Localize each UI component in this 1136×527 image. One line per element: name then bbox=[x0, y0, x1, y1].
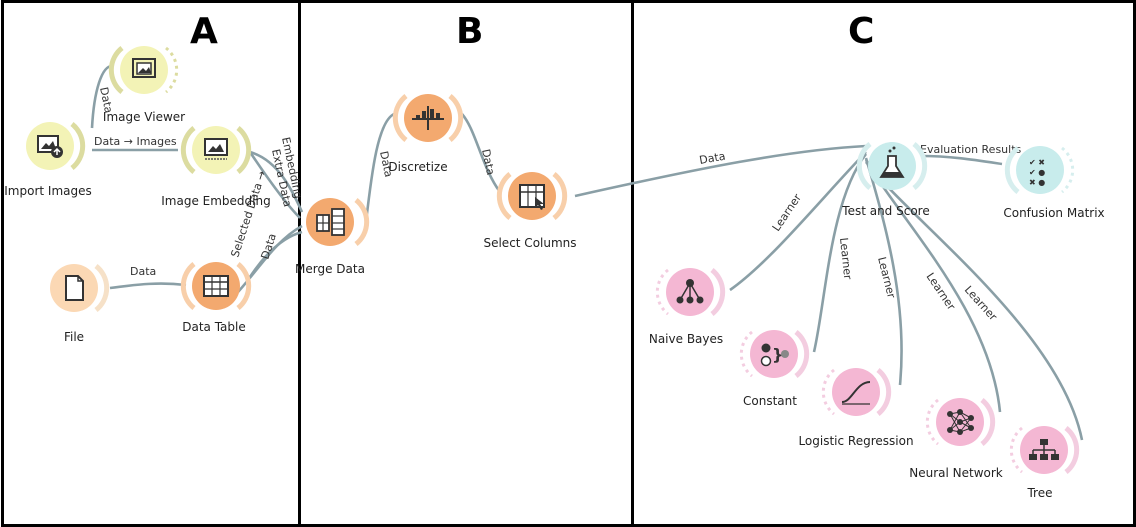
label-select-columns: Select Columns bbox=[483, 236, 577, 250]
label-logistic-regression: Logistic Regression bbox=[798, 434, 914, 448]
svg-text:✔ ✖: ✔ ✖ bbox=[1029, 158, 1045, 167]
tree-icon bbox=[1009, 426, 1080, 474]
panel-a-letter: A bbox=[190, 11, 218, 52]
test-and-score-icon bbox=[856, 142, 928, 190]
import-images-icon bbox=[26, 122, 86, 170]
image-embedding-icon bbox=[180, 126, 252, 174]
label-discretize: Discretize bbox=[388, 160, 448, 174]
neural-network-icon bbox=[925, 398, 996, 446]
label-merge-data: Merge Data bbox=[295, 262, 365, 276]
label-file: File bbox=[63, 330, 85, 344]
widget-image-viewer[interactable]: Image Viewer bbox=[100, 34, 188, 124]
discretize-icon bbox=[392, 94, 464, 142]
widget-tree[interactable]: Tree bbox=[1000, 414, 1088, 500]
panel-b-letter: B bbox=[456, 11, 484, 52]
widget-merge-data[interactable]: Merge Data bbox=[290, 186, 378, 276]
confusion-matrix-icon: ✔ ✖ ✔ ● ✖ ● bbox=[1004, 146, 1075, 194]
widget-import-images[interactable]: Import Images bbox=[4, 110, 94, 198]
widget-file[interactable]: File bbox=[30, 252, 118, 344]
label-import-images: Import Images bbox=[4, 184, 92, 198]
label-image-viewer: Image Viewer bbox=[102, 110, 186, 124]
svg-text:✔ ●: ✔ ● bbox=[1029, 168, 1045, 177]
file-icon bbox=[50, 264, 110, 312]
label-constant: Constant bbox=[743, 394, 797, 408]
widget-discretize[interactable]: Discretize bbox=[384, 82, 472, 174]
image-viewer-icon bbox=[108, 46, 179, 94]
panel-b: B bbox=[298, 0, 634, 527]
label-data-table: Data Table bbox=[182, 320, 246, 334]
widget-confusion-matrix[interactable]: ✔ ✖ ✔ ● ✖ ● Confusion Matrix bbox=[996, 134, 1105, 220]
widget-constant[interactable]: } Constant bbox=[730, 318, 818, 408]
widget-select-columns[interactable]: Select Columns bbox=[483, 160, 577, 250]
widget-naive-bayes[interactable]: Naive Bayes bbox=[646, 256, 734, 346]
label-confusion-matrix: Confusion Matrix bbox=[1003, 206, 1105, 220]
merge-data-icon bbox=[306, 198, 370, 246]
widget-logistic-regression[interactable]: Logistic Regression bbox=[798, 356, 914, 448]
logistic-regression-icon bbox=[821, 368, 892, 416]
widget-neural-network[interactable]: Neural Network bbox=[909, 386, 1004, 480]
widget-data-table[interactable]: Data Table bbox=[172, 250, 260, 334]
label-test-and-score: Test and Score bbox=[842, 204, 930, 218]
widget-test-and-score[interactable]: Test and Score bbox=[842, 130, 936, 218]
label-neural-network: Neural Network bbox=[909, 466, 1003, 480]
select-columns-icon bbox=[496, 172, 568, 220]
label-tree: Tree bbox=[1027, 486, 1053, 500]
constant-icon: } bbox=[739, 330, 810, 378]
panel-c-letter: C bbox=[848, 11, 875, 52]
svg-text:}: } bbox=[772, 345, 783, 364]
svg-text:✖ ●: ✖ ● bbox=[1029, 178, 1045, 187]
data-table-icon bbox=[180, 262, 252, 310]
label-naive-bayes: Naive Bayes bbox=[648, 332, 724, 346]
label-image-embedding: Image Embedding bbox=[161, 194, 271, 208]
widget-image-embedding[interactable]: Image Embedding bbox=[161, 114, 271, 208]
naive-bayes-icon bbox=[655, 268, 726, 316]
